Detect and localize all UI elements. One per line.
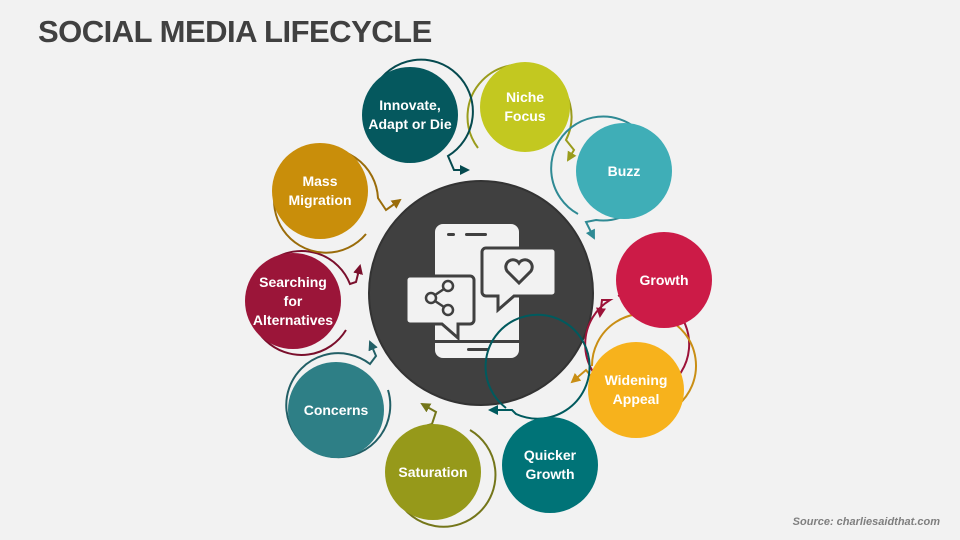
stage-quicker-growth: Quicker Growth <box>502 417 598 513</box>
stage-saturation: Saturation <box>385 424 481 520</box>
stage-concerns: Concerns <box>288 362 384 458</box>
source-credit: Source: charliesaidthat.com <box>792 516 940 528</box>
stage-widening-appeal: Widening Appeal <box>588 342 684 438</box>
page-title: SOCIAL MEDIA LIFECYCLE <box>38 14 432 49</box>
arrow-quicker-to-saturation <box>484 313 591 420</box>
stage-growth: Growth <box>616 232 712 328</box>
stage-buzz: Buzz <box>576 123 672 219</box>
stage-innovate-adapt-or-die: Innovate, Adapt or Die <box>362 67 458 163</box>
smartphone-share-heart-icon <box>404 224 558 358</box>
stage-niche-focus: Niche Focus <box>480 62 570 152</box>
stage-mass-migration: Mass Migration <box>272 143 368 239</box>
stage-searching-for-alternatives: Searching for Alternatives <box>245 253 341 349</box>
